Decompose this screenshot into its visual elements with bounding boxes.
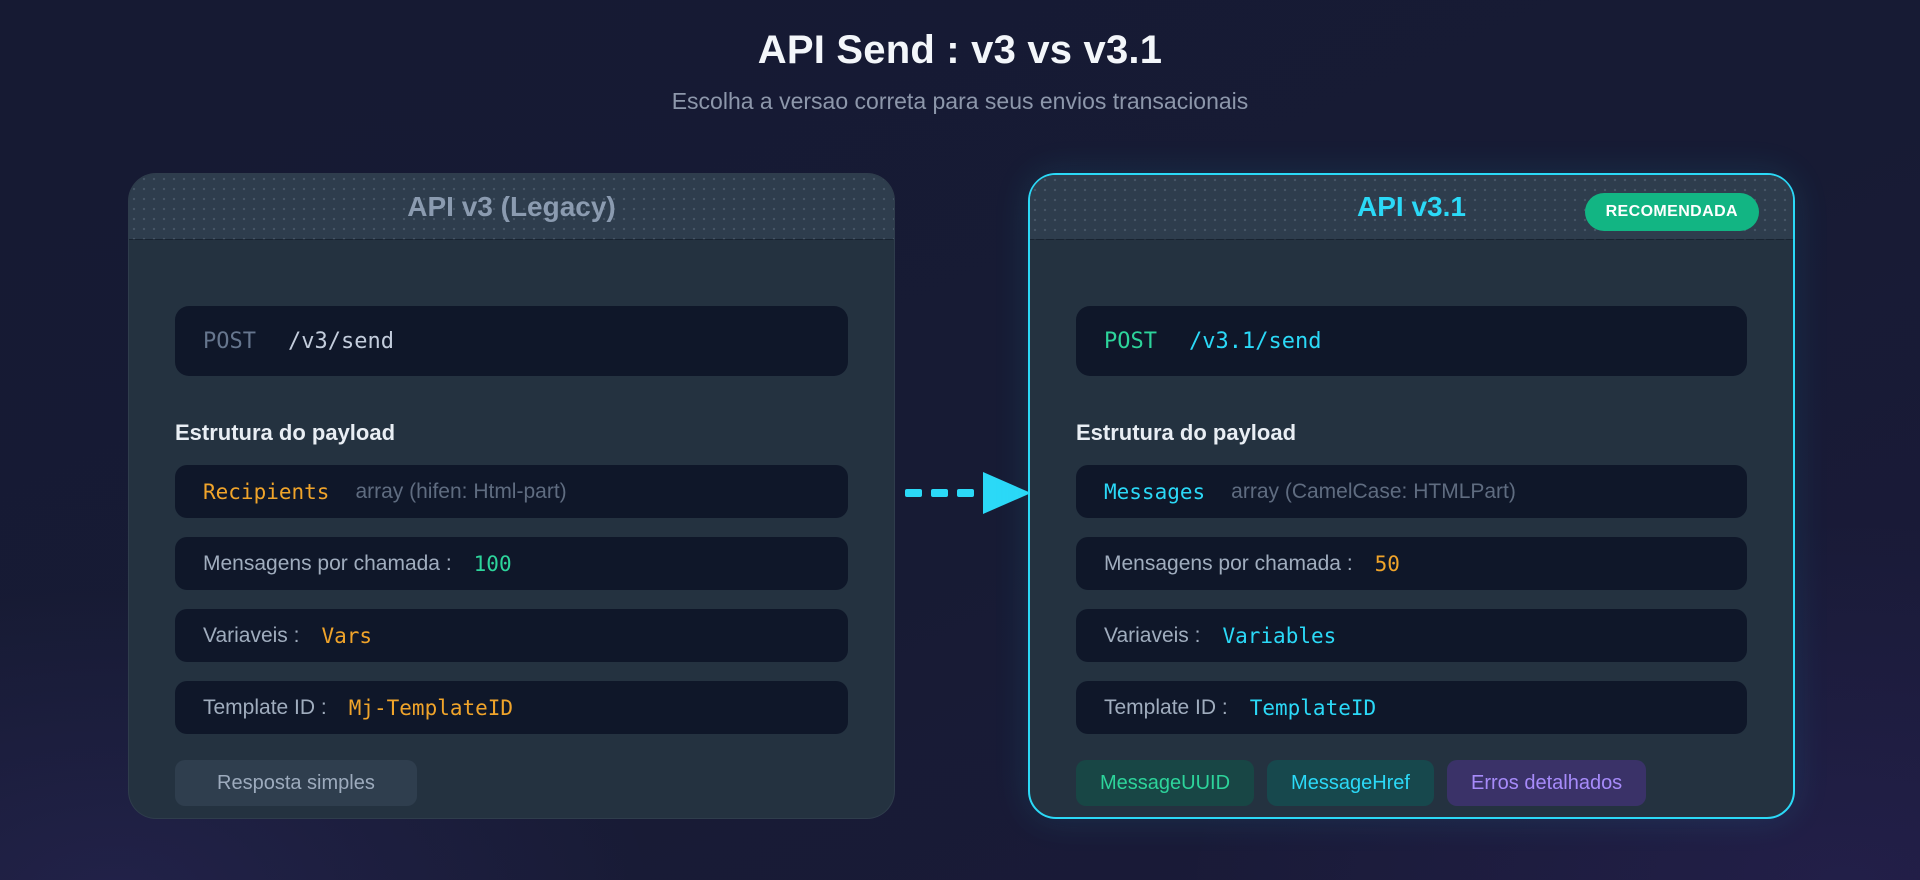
page-title: API Send : v3 vs v3.1 <box>757 28 1163 72</box>
field-row-template-id-v31: Template ID : TemplateID <box>1076 681 1747 734</box>
http-method: POST <box>203 328 256 354</box>
page-header: API Send : v3 vs v3.1 Escolha a versao c… <box>0 28 1920 115</box>
endpoint-row-v31: POST /v3.1/send <box>1076 306 1747 376</box>
card-api-v31-body: POST /v3.1/send Estrutura do payload Mes… <box>1030 306 1793 806</box>
field-value: TemplateID <box>1249 695 1377 720</box>
arrow-head <box>983 472 1031 514</box>
arrow-dash <box>931 489 948 497</box>
field-annotation: array (hifen: Html-part) <box>355 479 567 503</box>
chip-messagehref: MessageHref <box>1267 760 1434 806</box>
chip-simple-response: Resposta simples <box>175 760 417 806</box>
field-label: Variaveis : <box>203 623 300 647</box>
field-row-messages-per-call-v3: Mensagens por chamada : 100 <box>175 537 848 590</box>
chip-messageuuid: MessageUUID <box>1076 760 1255 806</box>
arrow-dash <box>957 489 974 497</box>
field-label: Template ID : <box>1104 695 1228 719</box>
field-label: Mensagens por chamada : <box>203 551 452 575</box>
footer-chips-v3: Resposta simples <box>175 760 848 806</box>
field-value: 100 <box>473 551 512 576</box>
field-key: Recipients <box>203 479 330 504</box>
field-label: Template ID : <box>203 695 327 719</box>
field-value: Vars <box>321 623 373 648</box>
field-row-variables-v3: Variaveis : Vars <box>175 609 848 662</box>
card-api-v3-body: POST /v3/send Estrutura do payload Recip… <box>129 306 894 806</box>
dashed-arrow-icon <box>905 467 1035 519</box>
chip-detailed-errors: Erros detalhados <box>1446 760 1647 806</box>
card-api-v3-title: API v3 (Legacy) <box>407 190 616 222</box>
field-row-recipients: Recipients array (hifen: Html-part) <box>175 465 848 518</box>
card-api-v31-title: API v3.1 <box>1357 191 1466 222</box>
field-label: Variaveis : <box>1104 623 1201 647</box>
endpoint-row-v3: POST /v3/send <box>175 306 848 376</box>
field-row-messages-per-call-v31: Mensagens por chamada : 50 <box>1076 537 1747 590</box>
page-subtitle: Escolha a versao correta para seus envio… <box>671 88 1249 114</box>
payload-heading-v31: Estrutura do payload <box>1076 420 1297 445</box>
field-row-messages: Messages array (CamelCase: HTMLPart) <box>1076 465 1747 518</box>
field-value: 50 <box>1374 551 1400 576</box>
field-annotation: array (CamelCase: HTMLPart) <box>1231 479 1516 503</box>
arrow-dash <box>905 489 922 497</box>
payload-heading-v3: Estrutura do payload <box>175 420 396 445</box>
field-value: Variables <box>1222 623 1337 648</box>
card-api-v3-legacy: API v3 (Legacy) POST /v3/send Estrutura … <box>128 173 895 819</box>
field-key: Messages <box>1104 479 1206 504</box>
field-value: Mj-TemplateID <box>348 695 514 720</box>
endpoint-path: /v3/send <box>287 328 394 354</box>
field-row-template-id-v3: Template ID : Mj-TemplateID <box>175 681 848 734</box>
recommended-badge: RECOMENDADA <box>1584 193 1759 231</box>
field-label: Mensagens por chamada : <box>1104 551 1353 575</box>
endpoint-path: /v3.1/send <box>1188 328 1322 354</box>
footer-chips-v31: MessageUUID MessageHref Erros detalhados <box>1076 760 1747 806</box>
field-row-variables-v31: Variaveis : Variables <box>1076 609 1747 662</box>
http-method: POST <box>1104 328 1157 354</box>
card-api-v31: API v3.1 RECOMENDADA POST /v3.1/send Est… <box>1028 173 1795 819</box>
card-api-v3-header: API v3 (Legacy) <box>129 174 894 240</box>
